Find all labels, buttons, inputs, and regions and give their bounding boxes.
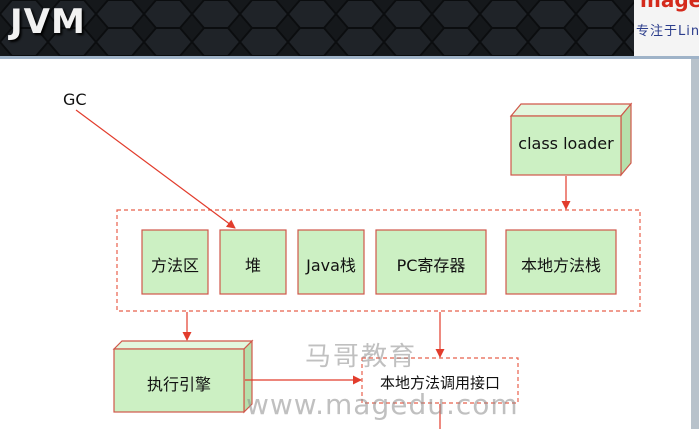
gc-arrow [75,109,236,229]
native-method-stack-label: 本地方法栈 [520,256,601,275]
native-method-stack-box [505,229,617,295]
native-interface-container [361,357,519,404]
native-interface-label: 本地方法调用接口 [379,374,500,392]
watermark-cn: 马哥教育 [305,342,418,372]
method-area-label: 方法区 [150,256,199,275]
class-loader-label: class loader [518,134,614,153]
heap-box [219,229,287,295]
method-area-box [141,229,209,295]
gc-label: GC [63,90,87,109]
brand-panel [634,0,699,56]
execution-engine-label: 执行引擎 [146,375,211,394]
java-stack-label: Java栈 [306,256,356,275]
hexagon-pattern [0,0,640,56]
class-loader-box [509,102,633,177]
right-scroll-edge [691,59,699,429]
pc-register-box [375,229,487,295]
brand-slogan: 专注于Linux [636,24,699,39]
brand-logo: magedu [640,0,699,12]
header-banner: JVM magedu 专注于Linux [0,0,699,56]
java-stack-box [297,229,365,295]
page-title: JVM [10,2,86,42]
pc-register-label: PC寄存器 [396,256,466,275]
header-divider [0,56,699,59]
watermark-url: www.magedu.com [246,388,519,421]
execution-engine-box [112,339,254,414]
runtime-data-area-container [116,209,641,312]
heap-label: 堆 [244,256,261,275]
